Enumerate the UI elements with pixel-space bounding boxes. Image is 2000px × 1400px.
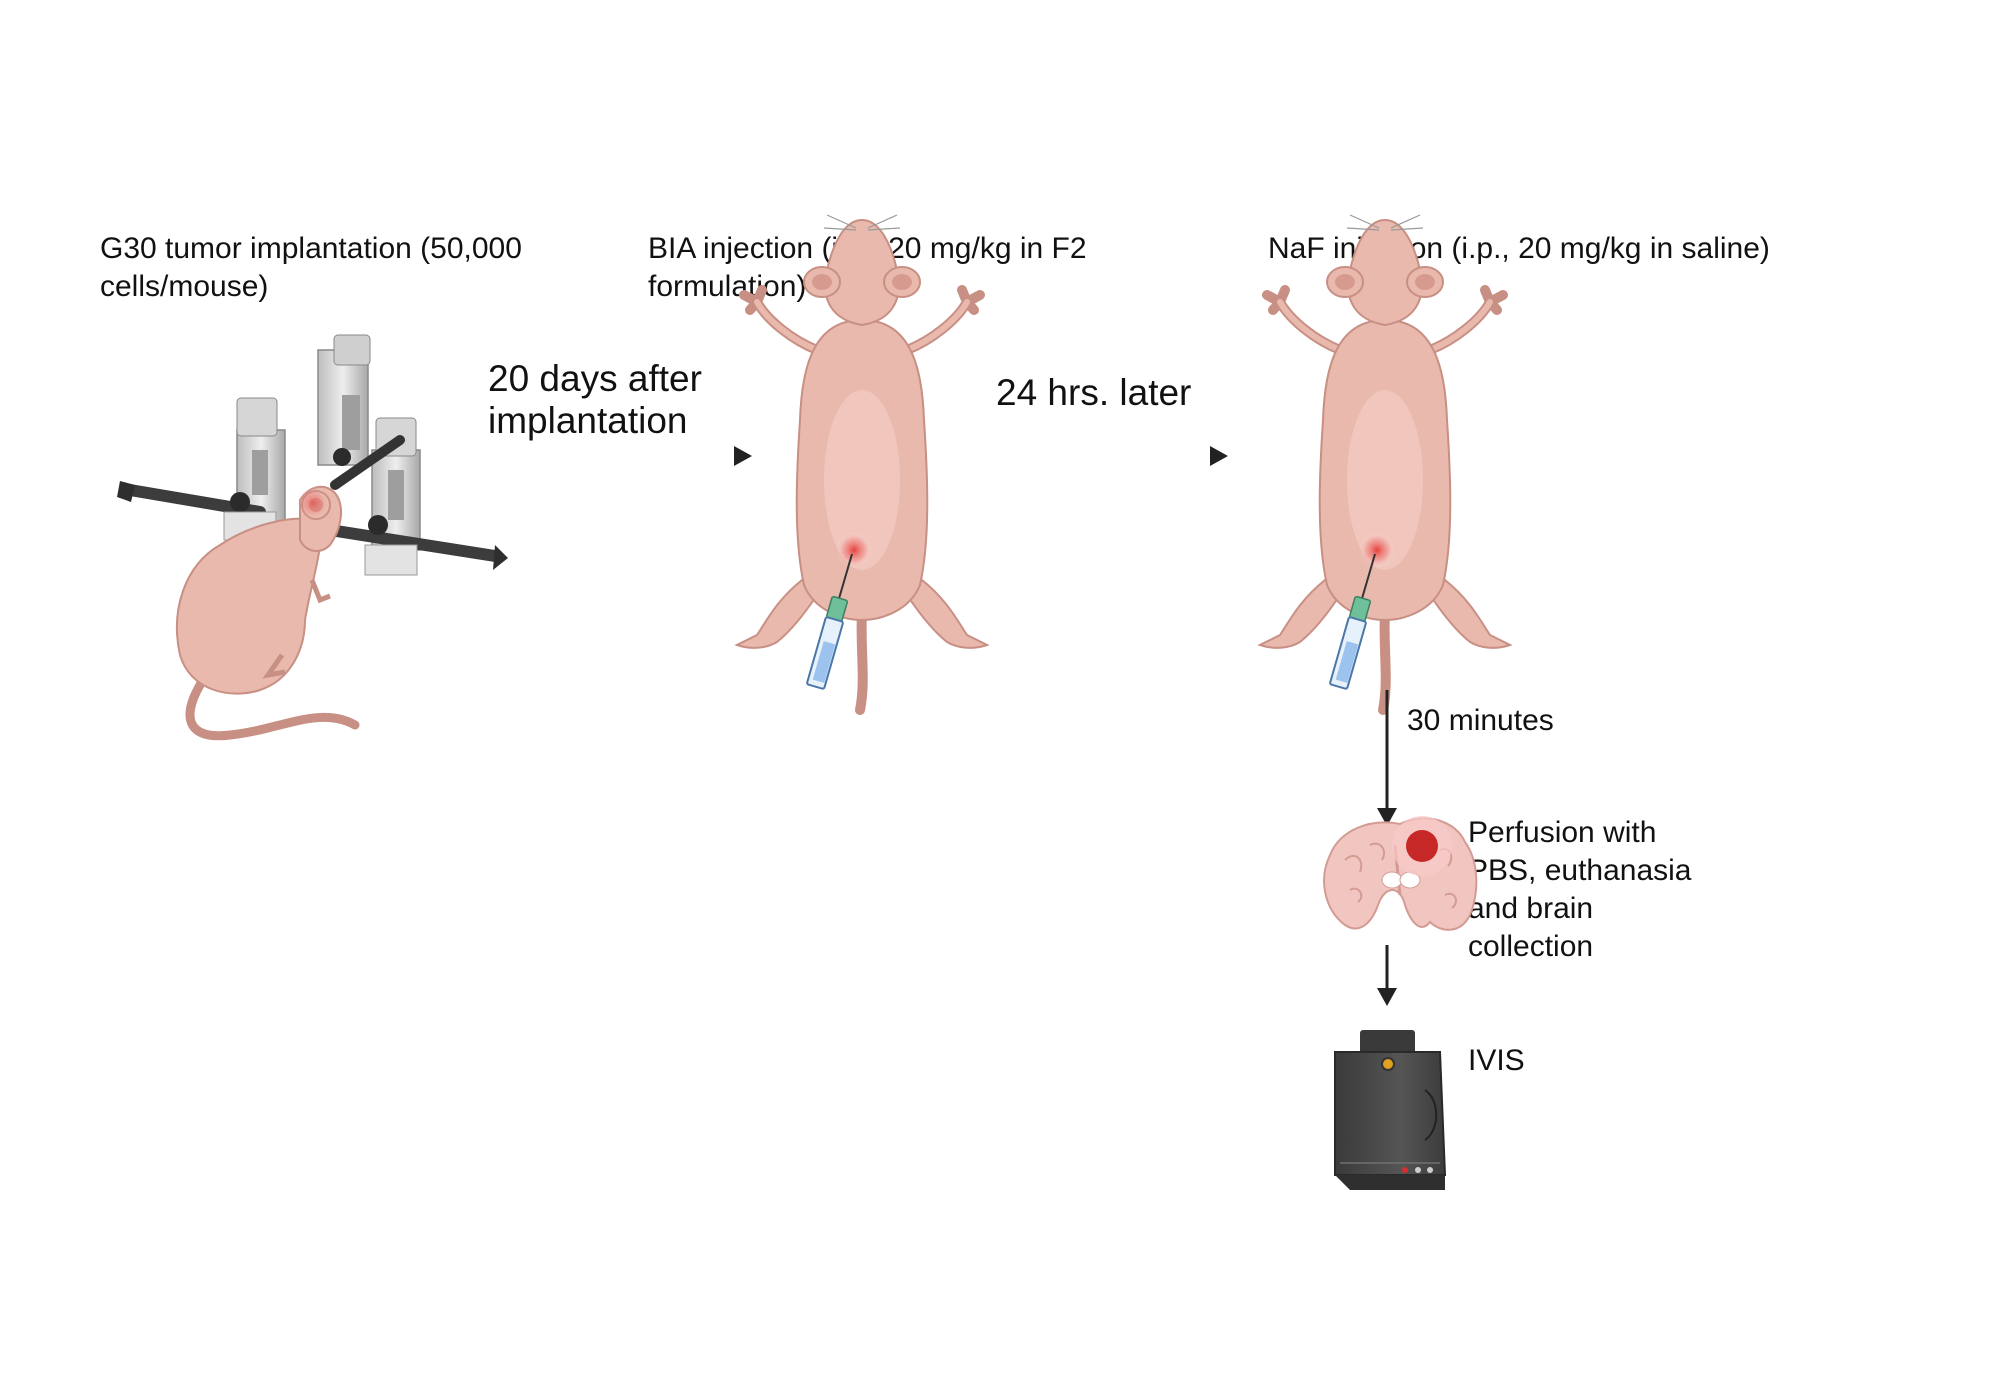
arrow-1 (420, 446, 752, 466)
step1-label: G30 tumor implantation (50,000 cells/mou… (100, 232, 522, 303)
arrow-3 (1377, 690, 1397, 826)
arrow-2 (920, 446, 1228, 466)
mouse-icon (176, 485, 360, 741)
step4-label: Perfusion with PBS, euthanasia and brain… (1468, 816, 1692, 963)
mouse-icon-step2 (737, 215, 987, 710)
brain-icon (1323, 816, 1478, 931)
arrow2-label: 24 hrs. later (996, 372, 1192, 413)
arrow3-label: 30 minutes (1407, 704, 1554, 737)
ivis-imager-icon (1334, 1030, 1447, 1190)
step5-label: IVIS (1468, 1044, 1525, 1077)
mouse-icon-step3 (1260, 215, 1510, 710)
arrow1-label: 20 days after implantation (488, 358, 702, 441)
arrow-4 (1377, 945, 1397, 1006)
step3-label: NaF injection (i.p., 20 mg/kg in saline) (1268, 232, 1770, 265)
